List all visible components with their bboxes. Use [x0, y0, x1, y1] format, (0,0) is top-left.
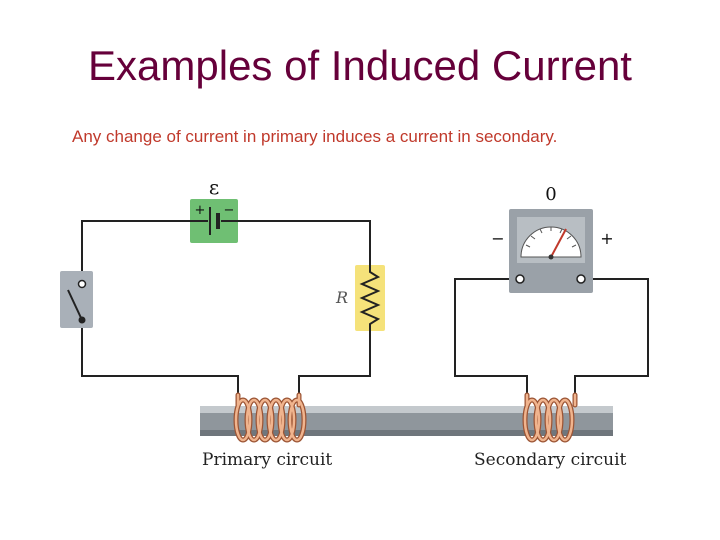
primary-coil: [233, 392, 307, 443]
battery-plus-sign: +: [195, 203, 206, 218]
secondary-circuit-wires: [454, 278, 649, 395]
meter-plus-sign: +: [600, 229, 613, 248]
battery: + −: [190, 199, 238, 243]
resistor-label: R: [335, 288, 348, 307]
slide-subtitle: Any change of current in primary induces…: [72, 127, 558, 146]
meter-minus-sign: −: [491, 229, 504, 248]
switch: [60, 271, 93, 328]
emf-label: ε: [209, 175, 219, 199]
secondary-circuit-label: Secondary circuit: [474, 450, 627, 470]
resistor: [355, 265, 385, 331]
primary-circuit-label: Primary circuit: [202, 450, 332, 470]
battery-minus-sign: −: [224, 203, 235, 218]
secondary-coil: [522, 392, 578, 443]
primary-circuit-wires: [81, 220, 371, 395]
galvanometer: [509, 209, 593, 293]
meter-zero-label: 0: [545, 184, 556, 205]
slide-title: Examples of Induced Current: [88, 42, 632, 89]
